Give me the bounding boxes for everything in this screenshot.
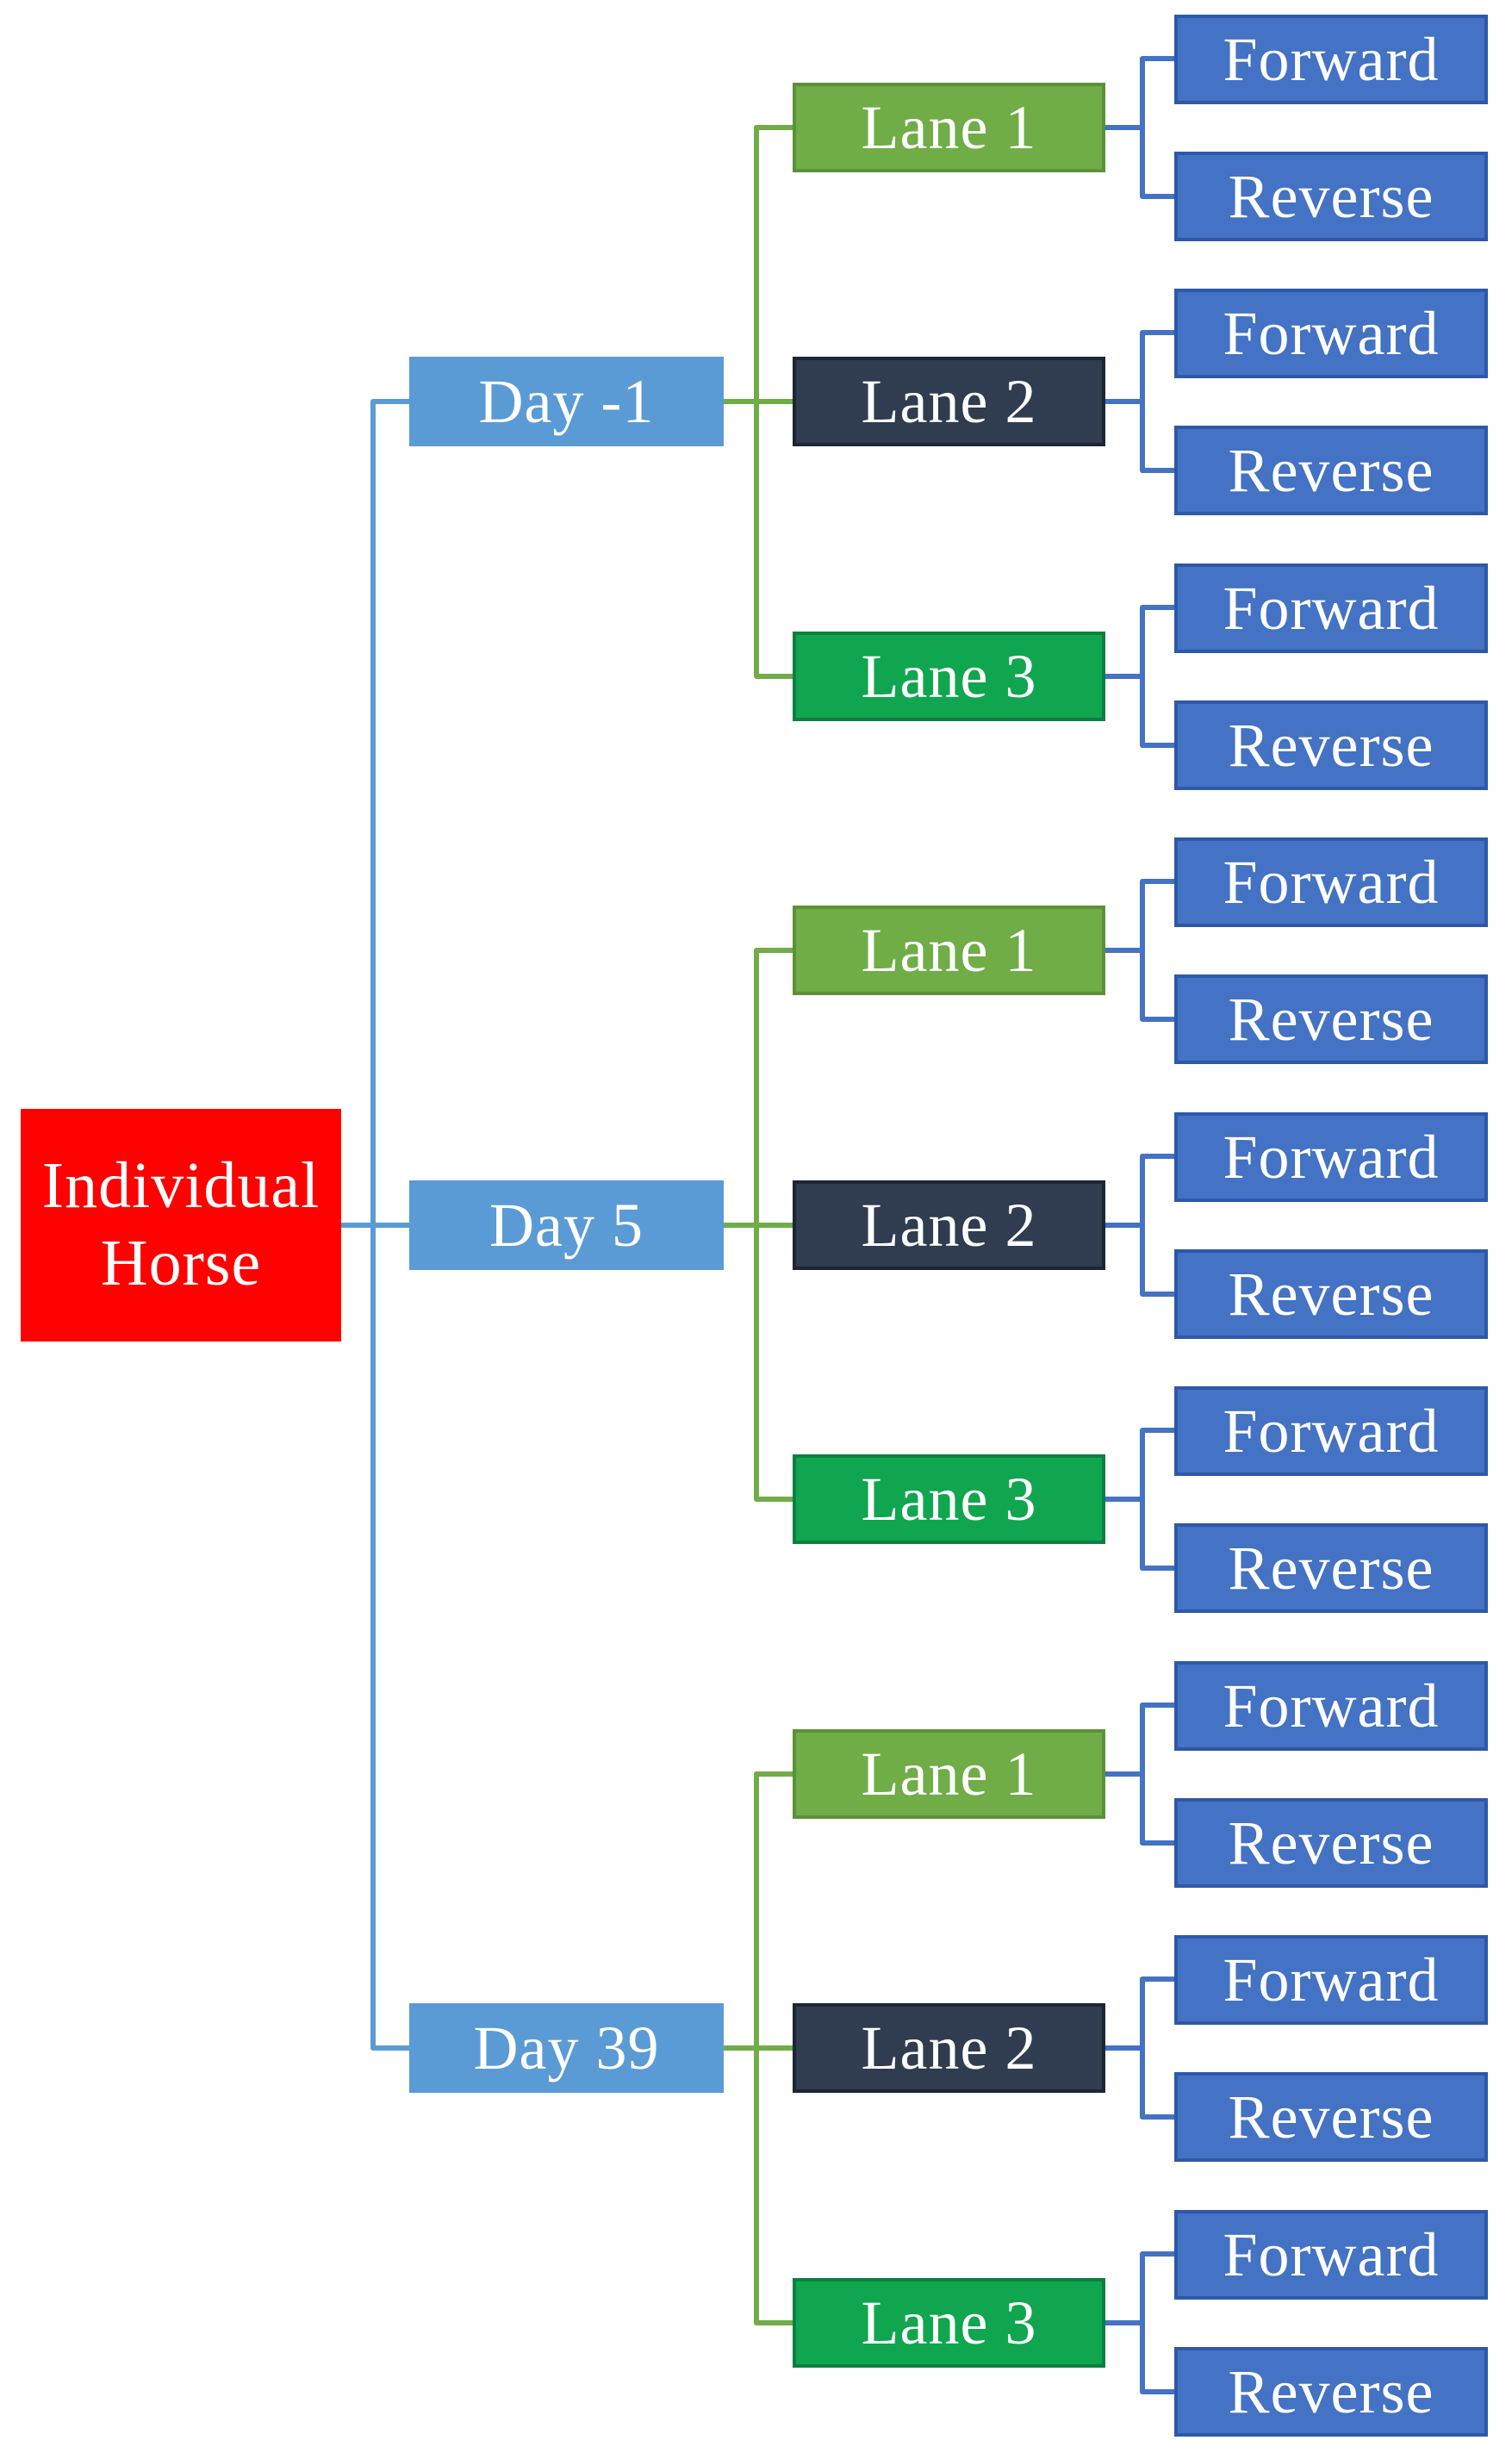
lane-node: Lane 3 (793, 2278, 1105, 2368)
lane-node: Lane 2 (793, 2003, 1105, 2093)
leaf-node: Reverse (1174, 2347, 1488, 2437)
root-node: Individual Horse (21, 1109, 341, 1342)
leaf-node: Reverse (1174, 2072, 1488, 2162)
leaf-node: Reverse (1174, 700, 1488, 790)
lane-node: Lane 1 (793, 906, 1105, 995)
leaf-node: Reverse (1174, 1249, 1488, 1339)
leaf-node: Reverse (1174, 974, 1488, 1064)
root-to-day-connector (341, 399, 409, 2051)
leaf-node: Forward (1174, 563, 1488, 653)
lane-node: Lane 3 (793, 632, 1105, 721)
leaf-node: Reverse (1174, 1798, 1488, 1888)
lane-node: Lane 1 (793, 83, 1105, 172)
leaf-node: Reverse (1174, 1523, 1488, 1613)
leaf-node: Forward (1174, 837, 1488, 927)
leaf-node: Forward (1174, 1112, 1488, 1202)
leaf-node: Reverse (1174, 426, 1488, 515)
day-to-lane-connector (724, 125, 793, 2325)
lane-node: Lane 1 (793, 1729, 1105, 1819)
leaf-node: Forward (1174, 289, 1488, 378)
leaf-node: Reverse (1174, 152, 1488, 241)
lane-node: Lane 2 (793, 1180, 1105, 1270)
leaf-node: Forward (1174, 15, 1488, 104)
leaf-node: Forward (1174, 1935, 1488, 2025)
day-node: Day 39 (409, 2003, 724, 2093)
lane-to-leaf-connector (1105, 56, 1174, 2394)
lane-node: Lane 2 (793, 357, 1105, 446)
leaf-node: Forward (1174, 1386, 1488, 1476)
leaf-node: Forward (1174, 1661, 1488, 1751)
leaf-node: Forward (1174, 2210, 1488, 2300)
lane-node: Lane 3 (793, 1454, 1105, 1544)
day-node: Day -1 (409, 357, 724, 446)
day-node: Day 5 (409, 1180, 724, 1270)
